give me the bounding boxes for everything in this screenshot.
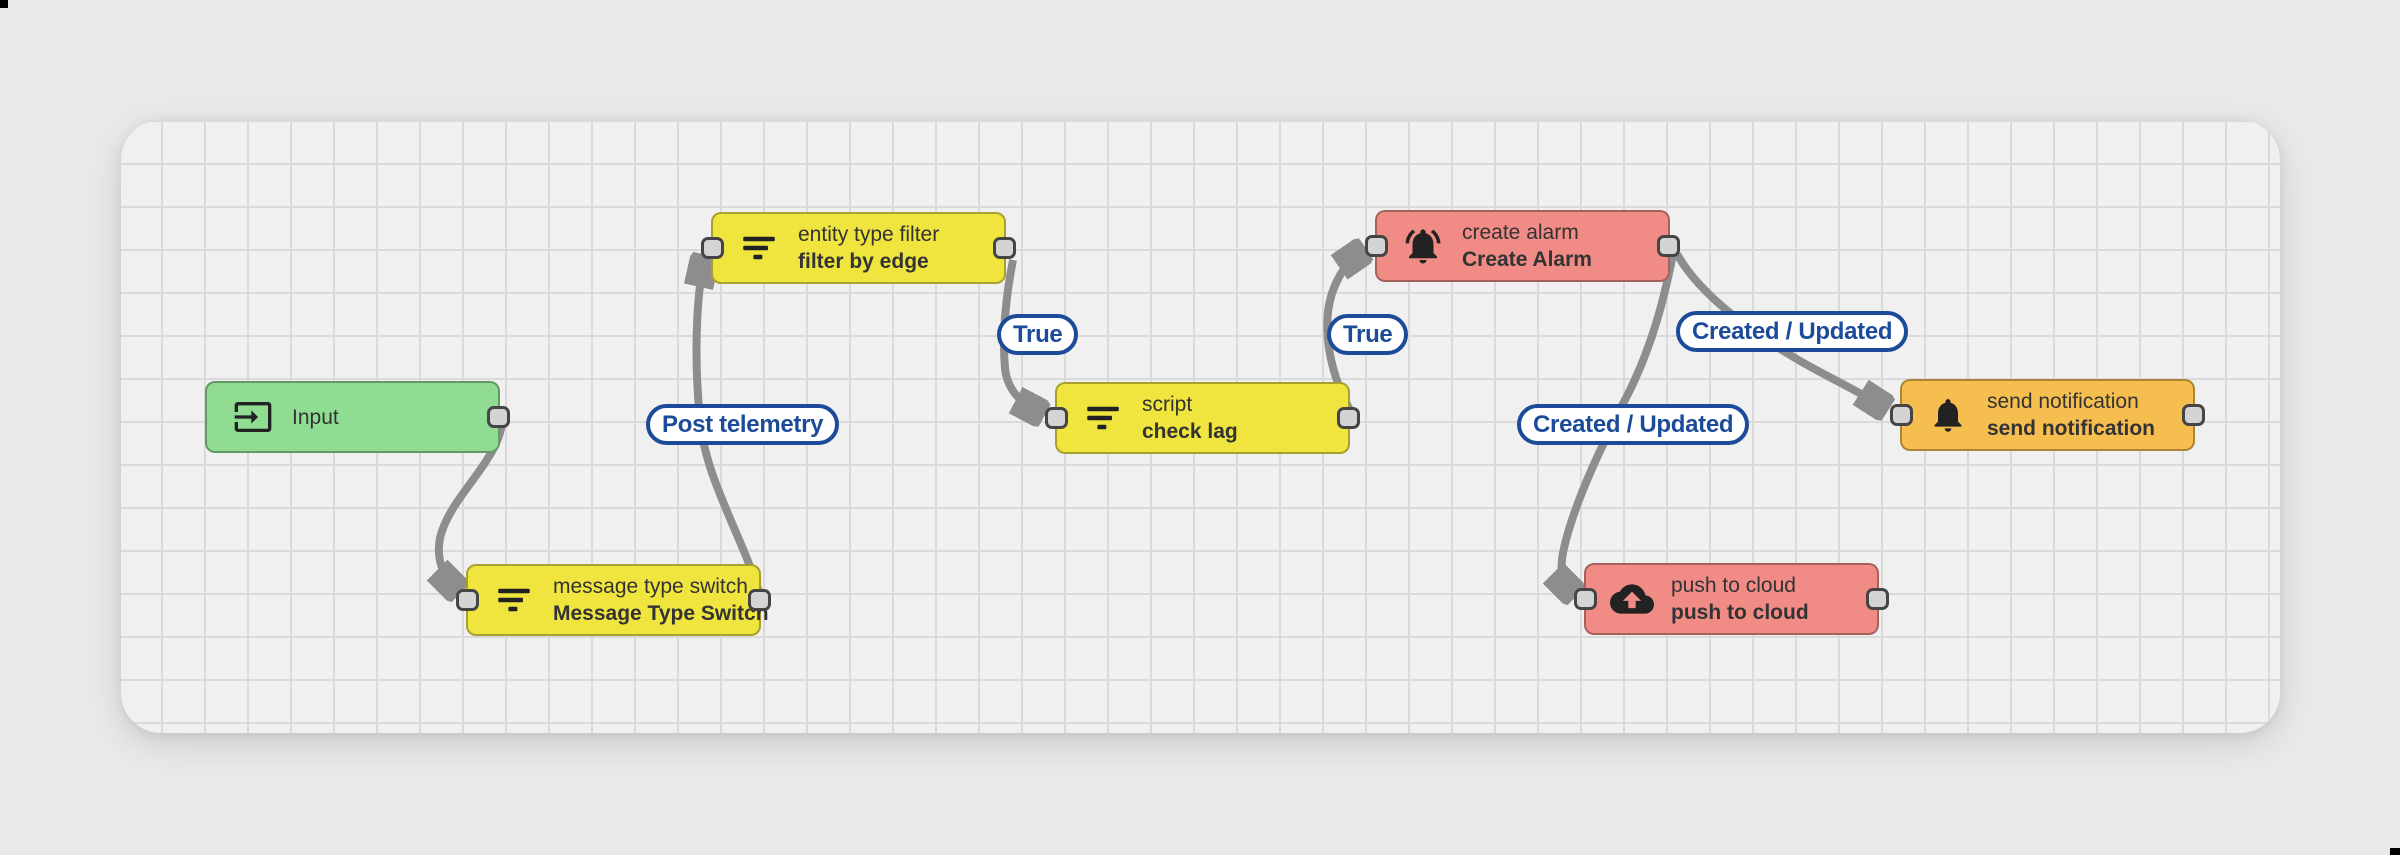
edge-label-post-telemetry[interactable]: Post telemetry <box>646 404 840 445</box>
node-name: send notification <box>1987 417 2155 440</box>
output-port[interactable] <box>1866 588 1889 610</box>
filter-list-icon <box>492 585 536 615</box>
node-entity-type-filter[interactable]: entity type filter filter by edge <box>701 212 1016 284</box>
input-port[interactable] <box>701 237 724 259</box>
edge-label-created-updated-to-notification[interactable]: Created / Updated <box>1676 311 1909 352</box>
node-name: filter by edge <box>798 250 929 273</box>
node-message-type-switch[interactable]: message type switch Message Type Switch <box>456 564 771 636</box>
output-port[interactable] <box>748 589 771 611</box>
output-port[interactable] <box>1337 407 1360 429</box>
node-name: check lag <box>1142 420 1238 443</box>
node-title: create alarm <box>1462 221 1579 244</box>
output-port[interactable] <box>1657 235 1680 257</box>
edge-label-true-to-alarm[interactable]: True <box>1327 314 1409 355</box>
filter-list-icon <box>737 233 781 263</box>
node-title: script <box>1142 393 1193 416</box>
edge-label-created-updated-to-cloud[interactable]: Created / Updated <box>1517 404 1750 445</box>
node-send-notification[interactable]: send notification send notification <box>1890 379 2205 451</box>
input-port[interactable] <box>1574 588 1597 610</box>
cloud-upload-icon <box>1610 576 1654 622</box>
node-title: Input <box>292 405 339 429</box>
bell-icon <box>1926 395 1970 435</box>
node-name: Create Alarm <box>1462 248 1592 271</box>
output-port[interactable] <box>487 406 510 428</box>
input-port[interactable] <box>1365 235 1388 257</box>
node-input[interactable]: Input <box>205 381 510 453</box>
node-create-alarm[interactable]: create alarm Create Alarm <box>1365 210 1680 282</box>
input-port[interactable] <box>1045 407 1068 429</box>
node-title: entity type filter <box>798 223 940 246</box>
node-title: message type switch <box>553 575 748 598</box>
corner-mark-top-left <box>0 0 8 8</box>
node-push-to-cloud[interactable]: push to cloud push to cloud <box>1574 563 1889 635</box>
output-port[interactable] <box>2182 404 2205 426</box>
node-script[interactable]: script check lag <box>1045 382 1360 454</box>
filter-list-icon <box>1081 403 1125 433</box>
input-port[interactable] <box>456 589 479 611</box>
bell-ring-icon <box>1401 225 1445 267</box>
input-port[interactable] <box>1890 404 1913 426</box>
node-title: send notification <box>1987 390 2139 413</box>
node-name: Message Type Switch <box>553 602 769 625</box>
corner-mark-bottom-right <box>2390 848 2400 855</box>
node-name: push to cloud <box>1671 601 1809 624</box>
node-title: push to cloud <box>1671 574 1796 597</box>
edge-label-true-to-script[interactable]: True <box>997 314 1079 355</box>
output-port[interactable] <box>993 237 1016 259</box>
input-arrow-icon <box>231 397 275 437</box>
